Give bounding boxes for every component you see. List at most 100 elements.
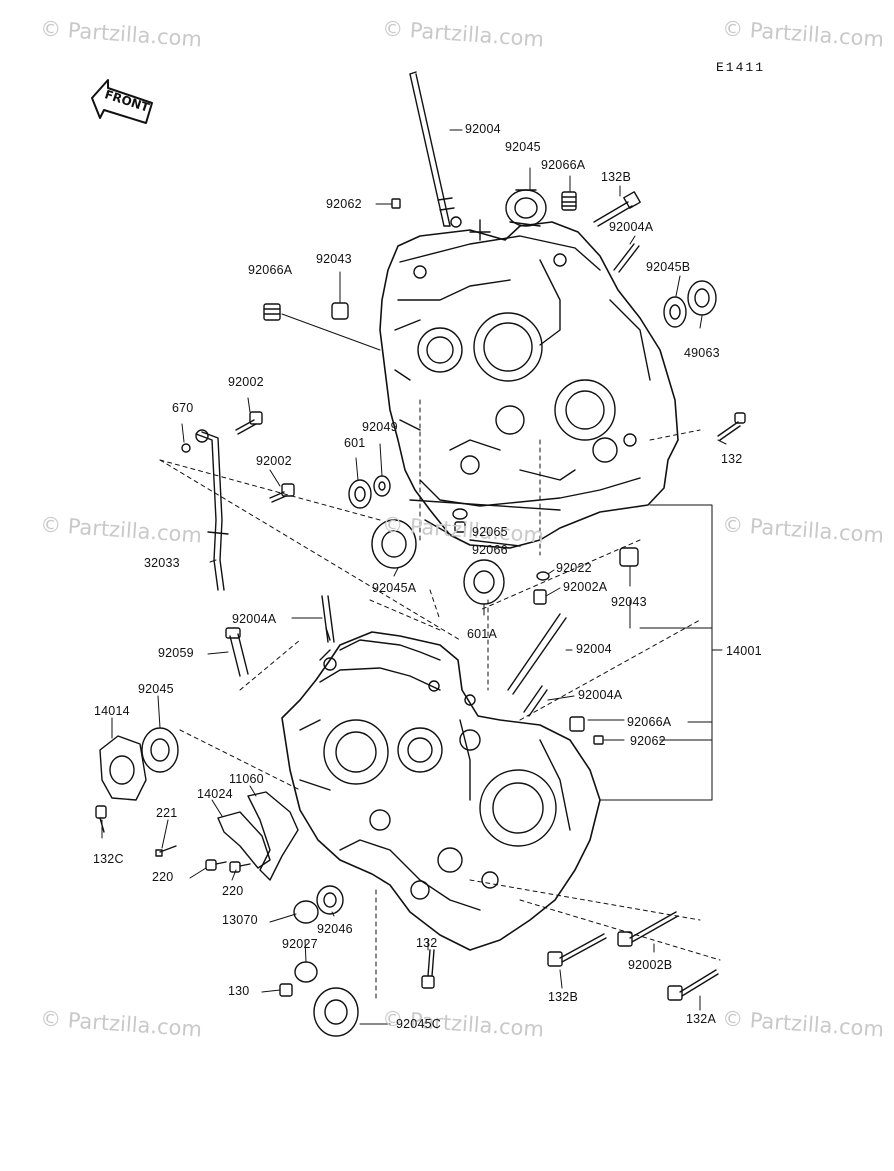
- bearing-92045C-icon: [313, 987, 359, 1037]
- part-label[interactable]: 601A: [467, 627, 497, 641]
- stud-92004A-mid-icon: [523, 685, 548, 717]
- washer-92022-icon: [536, 571, 550, 581]
- bearing-92045-top-icon: [505, 189, 547, 227]
- cover-14014-icon: [99, 735, 147, 801]
- plug-92066A-top-icon: [561, 191, 577, 211]
- plate-11060-icon: [247, 791, 299, 881]
- part-label[interactable]: 92043: [611, 595, 647, 609]
- part-label[interactable]: 92066: [472, 543, 508, 557]
- bolt-132B-top-icon: [593, 191, 641, 227]
- bearing-92045-left-icon: [141, 727, 179, 773]
- stud-92004-mid-icon: [507, 613, 567, 695]
- part-label[interactable]: 13070: [222, 913, 258, 927]
- dowel-92062-low-icon: [593, 735, 604, 745]
- plug-92027-icon: [294, 961, 318, 983]
- plug-13070-icon: [293, 900, 319, 924]
- stud-92004A-low-icon: [321, 595, 335, 643]
- plug-92066A-low-icon: [569, 716, 585, 732]
- part-label[interactable]: 14024: [197, 787, 233, 801]
- sleeve-92043-mid-icon: [619, 547, 639, 567]
- part-label[interactable]: 92045: [505, 140, 541, 154]
- part-label[interactable]: 132C: [93, 852, 124, 866]
- pipe-92059-icon: [225, 627, 249, 677]
- part-label[interactable]: 92065: [472, 525, 508, 539]
- part-label[interactable]: 92043: [316, 252, 352, 266]
- washer-92049-icon: [373, 475, 391, 497]
- part-label[interactable]: 92045A: [372, 581, 417, 595]
- part-label[interactable]: 601: [344, 436, 366, 450]
- part-label[interactable]: 92066A: [627, 715, 672, 729]
- part-label[interactable]: 132A: [686, 1012, 716, 1026]
- part-label[interactable]: 130: [228, 984, 250, 998]
- part-label[interactable]: 132B: [601, 170, 631, 184]
- plate-14024-icon: [217, 811, 271, 869]
- plug-92066A-left-icon: [263, 303, 281, 321]
- stud-92004-top-icon: [409, 71, 455, 227]
- part-label[interactable]: 92004A: [609, 220, 654, 234]
- screw-220-b-icon: [229, 861, 251, 873]
- leader-lines: [101, 129, 727, 1025]
- washer-92065-icon: [452, 508, 468, 520]
- sleeve-92043-top-icon: [331, 302, 349, 320]
- bearing-601A-icon: [463, 559, 505, 605]
- bolt-92002A-icon: [533, 589, 547, 605]
- screw-221-icon: [155, 845, 177, 857]
- seal-49063-icon: [687, 280, 717, 316]
- part-label[interactable]: 92002A: [563, 580, 608, 594]
- bearing-601-icon: [348, 479, 372, 509]
- bolt-92002B-icon: [617, 911, 679, 947]
- part-label[interactable]: 92046: [317, 922, 353, 936]
- part-label[interactable]: 221: [156, 806, 178, 820]
- bolt-92002-b-icon: [269, 483, 295, 503]
- bearing-92045A-icon: [371, 519, 417, 569]
- lower-crankcase: [281, 627, 601, 951]
- bolt-130-icon: [279, 983, 293, 997]
- part-label[interactable]: 132: [416, 936, 438, 950]
- stud-92004A-top-icon: [613, 243, 640, 273]
- pipe-32033-icon: [195, 429, 229, 591]
- part-label[interactable]: 92004A: [578, 688, 623, 702]
- part-label[interactable]: 132B: [548, 990, 578, 1004]
- bolt-132-low-icon: [421, 949, 435, 989]
- bolt-92002-a-icon: [235, 411, 263, 435]
- screw-220-a-icon: [205, 859, 227, 871]
- part-label[interactable]: 92004: [576, 642, 612, 656]
- part-label[interactable]: 92062: [326, 197, 362, 211]
- part-label[interactable]: 92066A: [541, 158, 586, 172]
- part-label[interactable]: 92045: [138, 682, 174, 696]
- part-label[interactable]: 92045C: [396, 1017, 441, 1031]
- plug-92066-icon: [454, 521, 466, 533]
- part-label[interactable]: 92004A: [232, 612, 277, 626]
- diagram-code: E1411: [716, 60, 766, 75]
- part-label[interactable]: 92027: [282, 937, 318, 951]
- part-label[interactable]: 92002: [256, 454, 292, 468]
- bolt-132-right-icon: [717, 412, 746, 441]
- bolt-132A-icon: [667, 969, 719, 1001]
- part-label[interactable]: 220: [222, 884, 244, 898]
- part-label[interactable]: 92004: [465, 122, 501, 136]
- part-label[interactable]: 670: [172, 401, 194, 415]
- part-label[interactable]: 92045B: [646, 260, 691, 274]
- part-label[interactable]: 92049: [362, 420, 398, 434]
- part-label[interactable]: 11060: [229, 772, 264, 786]
- part-label[interactable]: 92062: [630, 734, 666, 748]
- front-arrow-icon: [91, 79, 153, 124]
- bolt-132C-icon: [95, 805, 107, 833]
- bearing-92045B-icon: [663, 296, 687, 328]
- part-label[interactable]: 92002B: [628, 958, 673, 972]
- part-label[interactable]: 32033: [144, 556, 180, 570]
- upper-crankcase: [379, 216, 679, 549]
- part-label[interactable]: 92002: [228, 375, 264, 389]
- part-label[interactable]: 14014: [94, 704, 130, 718]
- dowel-92062-top-icon: [391, 198, 401, 209]
- part-label[interactable]: 132: [721, 452, 743, 466]
- part-label[interactable]: 14001: [726, 644, 762, 658]
- bearing-92046-icon: [316, 885, 344, 915]
- part-label[interactable]: 220: [152, 870, 174, 884]
- part-label[interactable]: 92066A: [248, 263, 293, 277]
- part-label[interactable]: 49063: [684, 346, 720, 360]
- part-label[interactable]: 92022: [556, 561, 592, 575]
- oring-670-icon: [181, 443, 191, 453]
- part-label[interactable]: 92059: [158, 646, 194, 660]
